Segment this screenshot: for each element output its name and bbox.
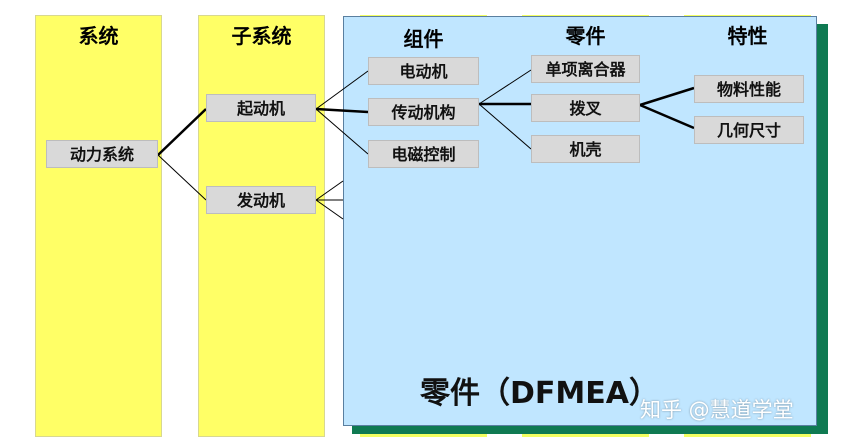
link-starter-solenoid — [315, 108, 369, 155]
node-fork: 拨叉 — [531, 94, 640, 122]
node-starter: 起动机 — [206, 94, 316, 122]
node-solenoid: 电磁控制 — [368, 140, 479, 168]
link-transmission-clutch — [478, 69, 532, 105]
column-title-subsystem: 子系统 — [231, 24, 292, 48]
node-material-property: 物料性能 — [694, 75, 804, 103]
node-transmission: 传动机构 — [368, 98, 479, 126]
node-geometry-size: 几何尺寸 — [694, 116, 804, 144]
node-motor: 电动机 — [368, 57, 479, 85]
column-title-part: 零件 — [565, 24, 606, 48]
link-engine-c — [315, 199, 344, 220]
column-title-component: 组件 — [403, 27, 444, 51]
link-fork-material — [639, 86, 695, 107]
node-powertrain: 动力系统 — [46, 140, 158, 168]
column-system — [35, 15, 162, 437]
link-powertrain-engine — [157, 154, 207, 201]
link-powertrain-starter — [157, 108, 207, 156]
dfmea-panel-label: 零件（DFMEA） — [420, 376, 659, 411]
link-engine-a — [315, 180, 344, 201]
link-starter-transmission — [315, 107, 369, 114]
watermark: 知乎 @慧道学堂 — [640, 398, 794, 422]
link-fork-geometry — [639, 103, 695, 130]
link-starter-motor — [315, 70, 369, 110]
column-title-system: 系统 — [78, 24, 119, 48]
node-overrunning-clutch: 单项离合器 — [531, 55, 640, 83]
node-engine: 发动机 — [206, 186, 316, 214]
node-housing: 机壳 — [531, 135, 640, 163]
column-title-characteristic: 特性 — [727, 24, 768, 48]
link-transmission-housing — [478, 103, 532, 150]
column-subsystem — [198, 15, 325, 437]
